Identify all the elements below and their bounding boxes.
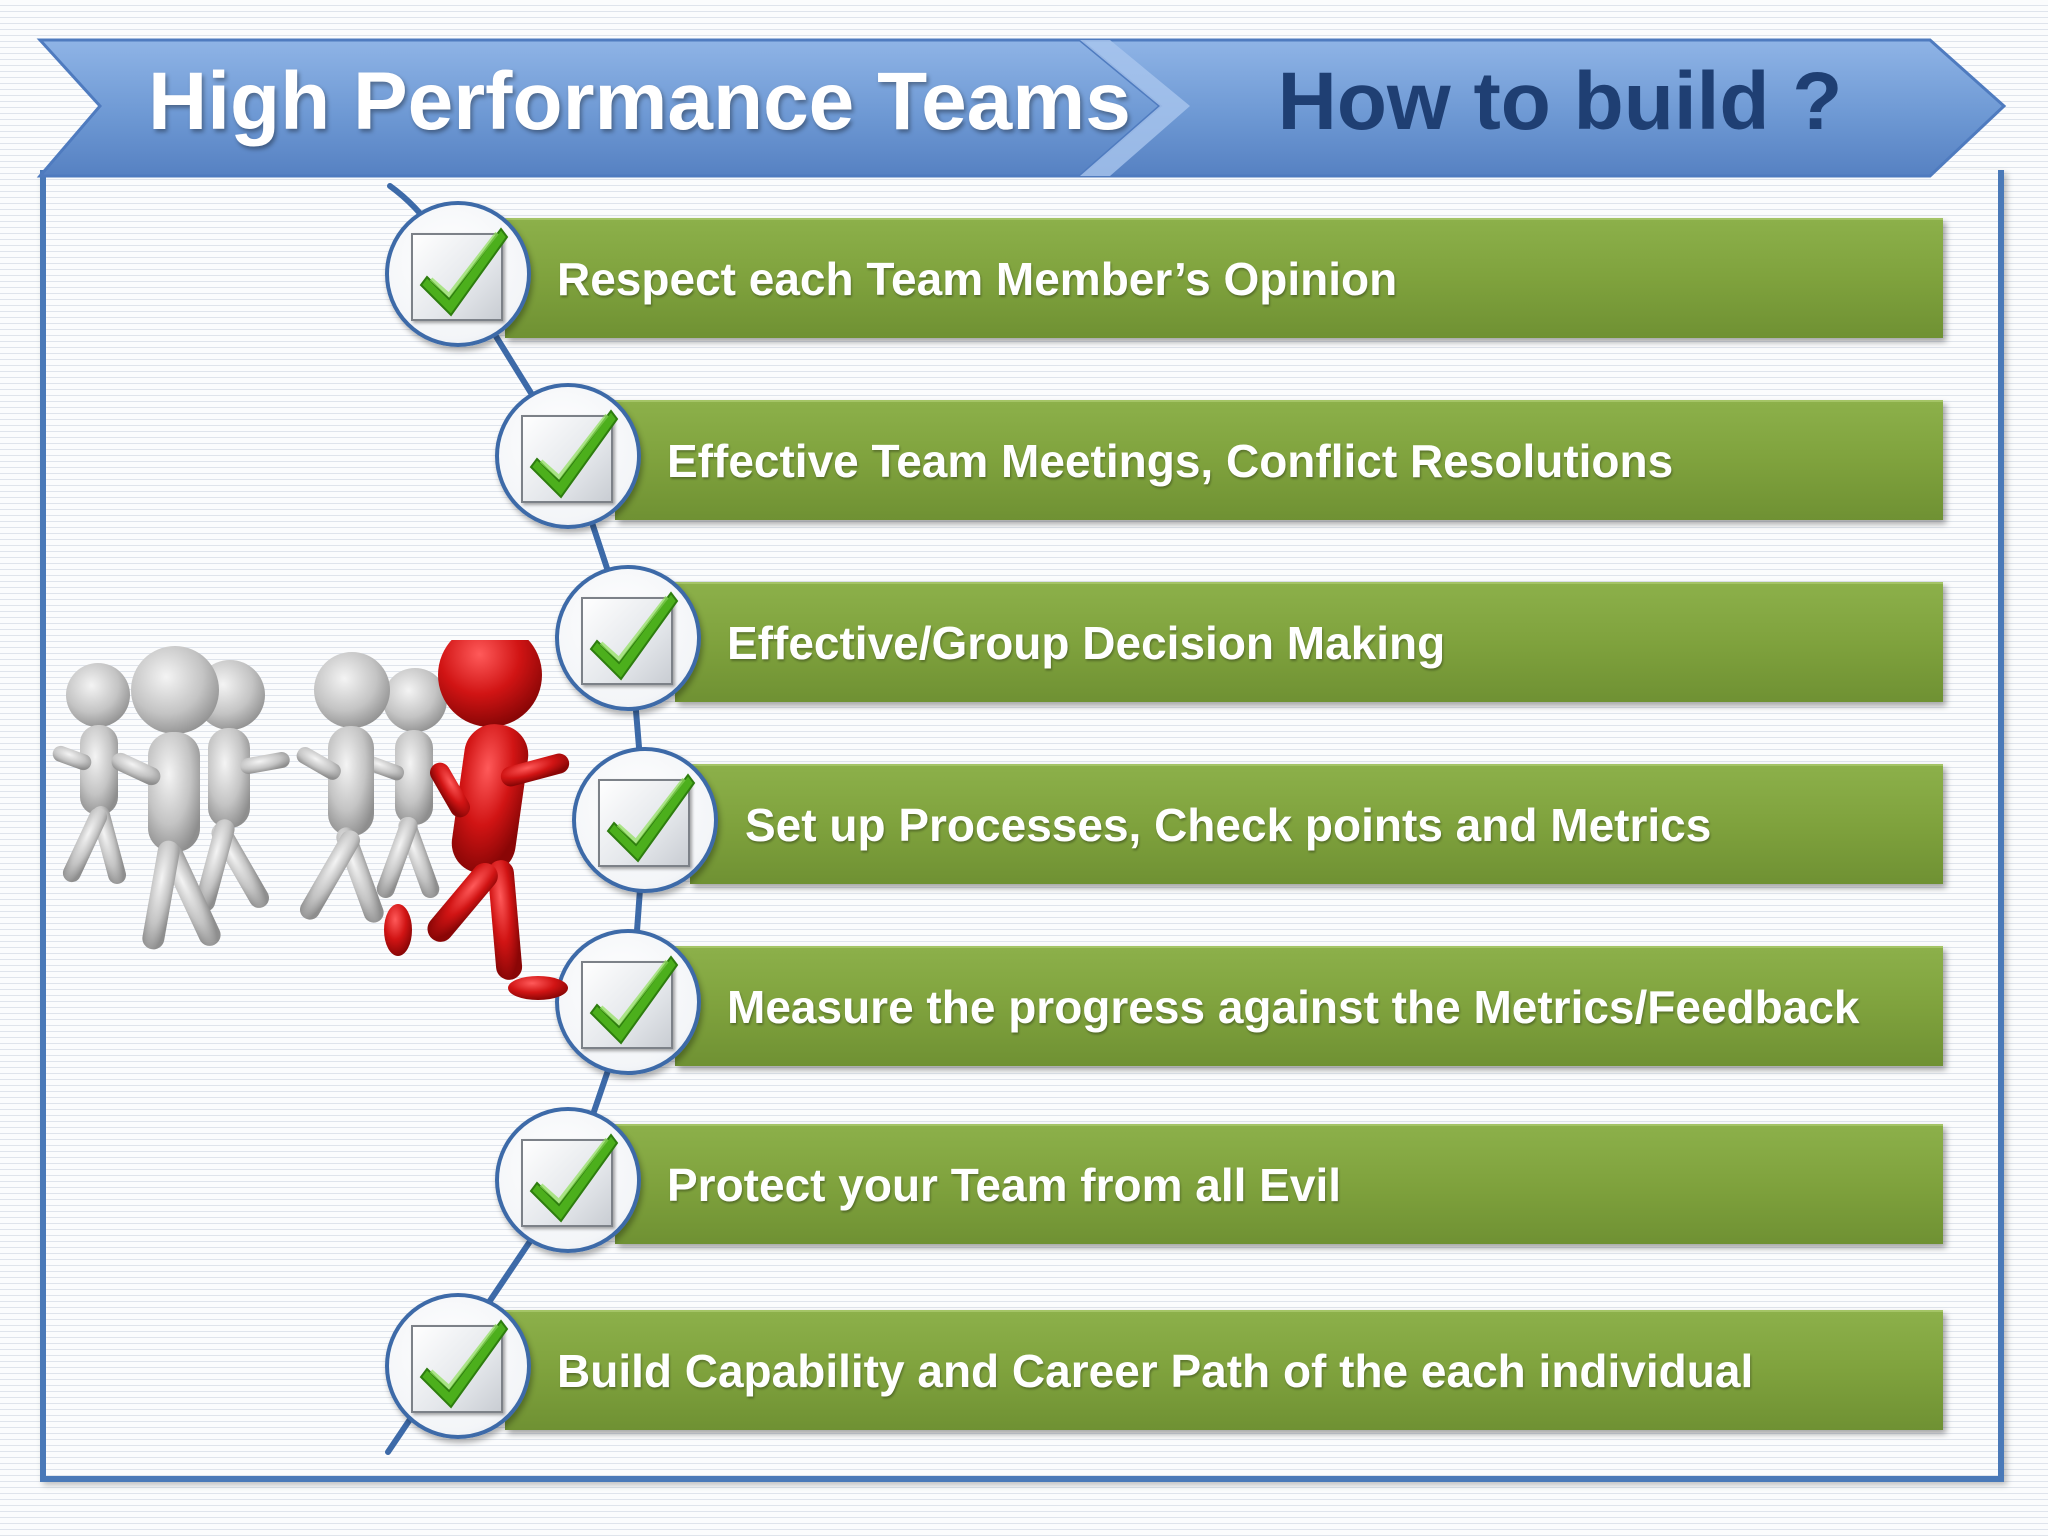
red-leader-runner: [384, 640, 570, 1000]
step-label: Build Capability and Career Path of the …: [557, 1345, 1754, 1397]
banner-chevron-highlight: [1080, 40, 1190, 176]
checkmark-icon: [598, 773, 696, 867]
title-sub: How to build ?: [1277, 56, 1843, 147]
step-label: Set up Processes, Check points and Metri…: [745, 799, 1712, 851]
title-main: High Performance Teams: [148, 56, 1131, 147]
step-bar: Protect your Team from all Evil: [615, 1124, 1943, 1244]
checkmark-icon: [411, 227, 509, 321]
step-check-badge: [385, 201, 531, 347]
step-bar: Effective Team Meetings, Conflict Resolu…: [615, 400, 1943, 520]
title-banner: High Performance Teams How to build ?: [0, 0, 2048, 200]
checkmark-icon: [521, 1133, 619, 1227]
step-bar: Effective/Group Decision Making: [675, 582, 1943, 702]
step-label: Effective/Group Decision Making: [727, 617, 1446, 669]
step-label: Protect your Team from all Evil: [667, 1159, 1342, 1211]
step-bar: Set up Processes, Check points and Metri…: [690, 764, 1943, 884]
step-check-badge: [495, 383, 641, 529]
step-bar: Build Capability and Career Path of the …: [505, 1310, 1943, 1430]
step-check-badge: [555, 565, 701, 711]
step-bar: Measure the progress against the Metrics…: [675, 946, 1943, 1066]
slide-frame: [40, 170, 2004, 1482]
step-label: Effective Team Meetings, Conflict Resolu…: [667, 435, 1674, 487]
step-bar: Respect each Team Member’s Opinion: [505, 218, 1943, 338]
step-check-badge: [495, 1107, 641, 1253]
step-label: Respect each Team Member’s Opinion: [557, 253, 1398, 305]
grey-runner-3: [111, 646, 221, 950]
grey-runner-5: [296, 652, 390, 923]
step-label: Measure the progress against the Metrics…: [727, 981, 1860, 1033]
running-team-illustration: [52, 640, 570, 1000]
checkmark-icon: [581, 955, 679, 1049]
grey-runner-1: [52, 663, 130, 884]
step-check-badge: [385, 1293, 531, 1439]
banner-arrows: [36, 38, 2007, 178]
step-check-badge: [555, 929, 701, 1075]
checkmark-icon: [521, 409, 619, 503]
checkmark-icon: [581, 591, 679, 685]
step-check-badge: [572, 747, 718, 893]
checkmark-icon: [411, 1319, 509, 1413]
